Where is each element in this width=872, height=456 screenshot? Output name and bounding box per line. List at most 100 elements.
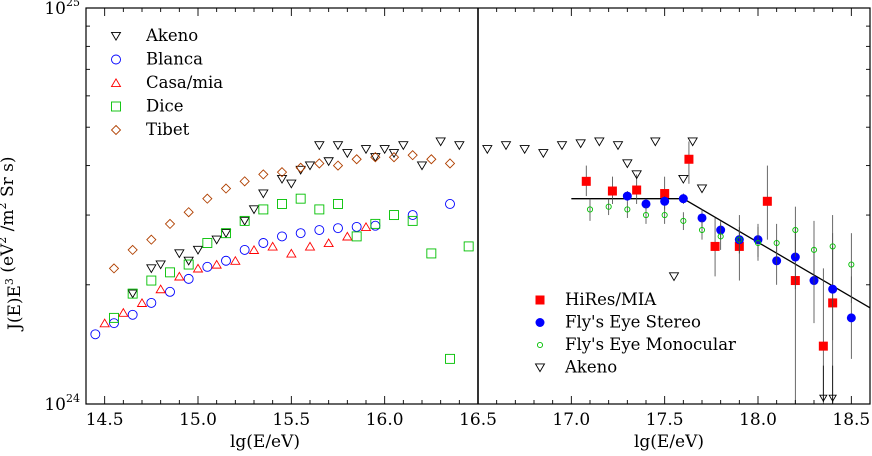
data-point — [165, 286, 175, 297]
data-point — [342, 149, 353, 159]
legend-marker — [535, 318, 545, 327]
data-point — [277, 231, 287, 242]
legend-label: HiRes/MIA — [565, 290, 657, 309]
data-point — [108, 263, 120, 274]
y-axis-label: J(E)E3 (eV2 /m2 Sr s) — [0, 157, 25, 332]
data-point — [398, 141, 409, 151]
data-point — [445, 353, 455, 364]
data-point — [407, 210, 418, 221]
data-point — [642, 212, 650, 219]
data-point — [211, 235, 222, 245]
upper-limit-arrow — [828, 394, 837, 403]
data-point — [146, 234, 157, 245]
legend-marker — [536, 341, 544, 349]
legends: AkenoBlancaCasa/miaDiceTibetHiRes/MIAFly… — [110, 26, 736, 377]
data-point — [304, 161, 316, 171]
y-tick-label: 1024 — [44, 392, 80, 415]
data-point — [146, 297, 157, 308]
data-point — [426, 154, 437, 165]
data-point — [622, 191, 632, 201]
legend-label: Akeno — [145, 26, 198, 45]
data-point — [388, 152, 400, 163]
legend-marker — [535, 295, 545, 305]
data-point — [230, 255, 241, 265]
data-point — [333, 223, 343, 234]
y-tick-label: 1025 — [44, 0, 80, 19]
data-point — [370, 152, 381, 163]
data-point — [192, 263, 204, 273]
data-point — [650, 137, 661, 147]
data-point — [612, 141, 624, 151]
data-point — [183, 256, 194, 266]
series-akeno — [482, 137, 837, 403]
x-tick-label: 17.0 — [552, 410, 590, 430]
series-tibet — [108, 150, 456, 274]
data-point — [848, 261, 855, 268]
data-point — [277, 199, 287, 209]
data-point — [660, 189, 670, 199]
legend-label: Akeno — [564, 358, 617, 377]
data-point — [697, 213, 707, 223]
data-point — [668, 272, 680, 282]
data-point — [258, 189, 269, 199]
data-point — [754, 239, 762, 247]
data-point — [118, 307, 129, 317]
data-point — [155, 284, 166, 294]
data-point — [762, 196, 772, 206]
x-tick-label: 16.5 — [459, 410, 497, 430]
data-point — [314, 141, 325, 151]
data-point — [388, 149, 400, 159]
data-point — [556, 141, 568, 151]
data-point — [332, 141, 344, 151]
data-point — [276, 167, 288, 178]
data-point — [379, 145, 390, 155]
x-axis-label: lg(E/eV) — [230, 432, 300, 452]
data-point — [698, 226, 706, 234]
x-tick-label: 14.5 — [86, 410, 124, 430]
series-blanca — [90, 199, 455, 340]
series-fly-s-eye-monocular — [586, 198, 855, 303]
data-point — [482, 145, 493, 155]
data-point — [127, 244, 138, 256]
data-point — [622, 159, 633, 169]
data-point — [829, 243, 836, 250]
data-point — [286, 248, 297, 258]
data-point — [155, 260, 166, 270]
data-point — [286, 179, 297, 189]
data-point — [258, 169, 269, 180]
x-tick-label: 15.0 — [179, 410, 217, 430]
x-tick-label: 18.5 — [832, 410, 870, 430]
data-point — [435, 137, 446, 147]
data-point — [314, 204, 325, 215]
data-point — [370, 218, 381, 229]
data-point — [631, 170, 642, 180]
data-point — [607, 186, 617, 196]
data-point — [202, 261, 213, 272]
series-dice — [109, 193, 474, 364]
data-point — [221, 228, 231, 239]
data-point — [183, 259, 194, 270]
legend-label: Fly's Eye Monocular — [565, 335, 736, 354]
legend-label: Dice — [146, 97, 184, 116]
legend-label: Casa/mia — [146, 73, 223, 92]
data-point — [426, 248, 437, 259]
data-point — [202, 193, 213, 204]
x-tick-label: 17.5 — [646, 410, 684, 430]
data-point — [678, 174, 689, 184]
data-point — [736, 236, 743, 243]
data-point — [810, 246, 818, 253]
data-point — [351, 231, 362, 242]
data-point — [99, 318, 110, 328]
data-point — [454, 141, 465, 151]
data-point — [678, 194, 688, 204]
data-point — [202, 238, 213, 248]
data-point — [445, 199, 455, 209]
data-point — [239, 216, 250, 226]
data-point — [276, 174, 288, 184]
legend-marker — [110, 31, 122, 41]
data-point — [248, 244, 260, 254]
data-point — [109, 318, 119, 329]
data-point — [295, 162, 306, 173]
data-point — [295, 228, 306, 239]
